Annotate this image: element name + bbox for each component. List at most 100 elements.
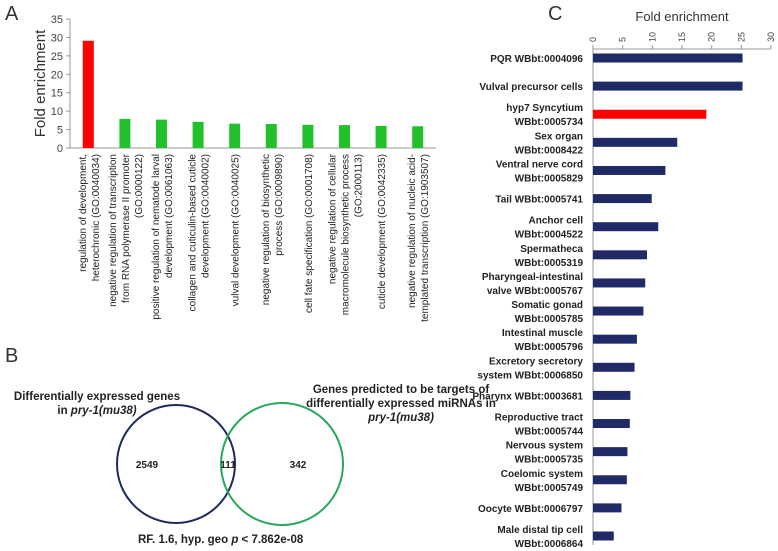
- c-category-label: Oocyte WBbt:0006797: [478, 504, 583, 515]
- venn-right-label-text: Genes predicted to be targets of differe…: [306, 384, 496, 410]
- a-y-tick-label: 30: [51, 32, 63, 44]
- venn-left-label: Differentially expressed genes in pry-1(…: [8, 390, 186, 418]
- venn-left-label-text: Differentially expressed genes in: [13, 391, 181, 417]
- c-x-tick-label: 30: [766, 32, 776, 42]
- a-category-label-line: negative regulation of transcription: [108, 154, 119, 307]
- a-category-label-line: templated transcription (GO:1903507): [420, 154, 431, 322]
- a-bar: [119, 118, 131, 148]
- a-category-label-line: positive regulation of nematode larval: [151, 154, 162, 320]
- a-category-label-line: macromolecule biosynthetic process: [341, 154, 352, 315]
- c-x-tick-label: 10: [647, 32, 657, 42]
- c-x-tick-label: 15: [677, 32, 687, 42]
- c-bar: [593, 390, 631, 400]
- c-bar: [593, 53, 743, 63]
- c-bar: [593, 334, 637, 344]
- a-bar: [229, 123, 241, 148]
- c-category-label: Coelomic system: [501, 469, 583, 480]
- c-bar: [593, 222, 659, 232]
- venn-footer-stats: RF. 1.6, hyp. geo p < 7.862e-08: [138, 534, 303, 546]
- a-y-tick-label: 15: [51, 88, 63, 100]
- panel-a-letter: A: [5, 3, 19, 25]
- c-bar: [593, 362, 635, 372]
- c-category-label: Vulval precursor cells: [479, 82, 583, 93]
- c-category-label: WBbt:0005319: [515, 258, 584, 269]
- c-category-label: WBbt:0005796: [515, 342, 584, 353]
- c-bar: [593, 306, 644, 316]
- c-bar: [593, 137, 678, 147]
- panel-b-letter: B: [5, 345, 19, 367]
- c-category-label: WBbt:0006864: [515, 539, 584, 550]
- a-y-tick-label: 20: [51, 69, 63, 81]
- c-x-tick-label: 0: [588, 37, 598, 42]
- a-bar: [82, 40, 94, 149]
- c-category-label: Spermatheca: [520, 244, 583, 255]
- a-category-label-line: from RNA polymerase II promoter: [121, 153, 132, 303]
- c-x-tick-label: 5: [618, 37, 628, 42]
- a-y-tick-label: 10: [51, 106, 63, 118]
- c-category-label: Male distal tip cell: [497, 525, 583, 536]
- c-x-axis-title: Fold enrichment: [635, 9, 729, 24]
- c-category-label: PQR WBbt:0004096: [490, 54, 583, 65]
- c-category-label: WBbt:0005749: [515, 483, 584, 494]
- venn-footer-text: RF. 1.6, hyp. geo: [138, 534, 232, 546]
- c-bar: [593, 81, 743, 91]
- c-category-label: WBbt:0008422: [515, 145, 584, 156]
- c-bar: [593, 278, 646, 288]
- a-category-label-line: (GO:0000122): [134, 154, 145, 218]
- a-category-label: vulval development (GO:0040025): [231, 154, 242, 306]
- a-y-tick-label: 25: [51, 51, 63, 63]
- venn-right-label-strain: pry-1(mu38): [368, 412, 434, 424]
- c-bar: [593, 475, 627, 485]
- a-y-tick-label: 35: [51, 14, 63, 26]
- c-bar: [593, 503, 622, 513]
- a-bar: [156, 119, 167, 148]
- c-x-tick-label: 20: [707, 32, 717, 42]
- a-category-label-line: process (GO:0009890): [274, 154, 285, 256]
- c-category-label: Anchor cell: [529, 216, 584, 227]
- a-category-label-line: regulation of development,: [78, 154, 89, 272]
- a-category-label: cuticle development (GO:0042335): [377, 154, 388, 309]
- a-y-axis-title: Fold enrichment: [32, 29, 49, 137]
- a-bar: [302, 124, 314, 148]
- c-category-label: WBbt:0005785: [515, 314, 584, 325]
- a-bar: [375, 125, 387, 148]
- a-bar: [412, 126, 424, 148]
- c-bar: [593, 165, 666, 175]
- a-category-label-line: cell fate specification (GO:0001708): [304, 154, 315, 313]
- c-category-label: system WBbt:0006850: [477, 370, 583, 381]
- c-category-label: Excretory secretory: [489, 356, 583, 367]
- a-category-label-line: heterochronic (GO:0040034): [91, 154, 102, 281]
- c-x-tick-label: 25: [736, 32, 746, 42]
- venn-footer-value: < 7.862e-08: [238, 534, 304, 546]
- c-category-label: WBbt:0005735: [515, 455, 584, 466]
- a-category-label-line: negative regulation of nucleic acid-: [407, 154, 418, 308]
- venn-circle-left: [116, 404, 236, 524]
- a-category-label-line: vulval development (GO:0040025): [231, 154, 242, 306]
- c-category-label: WBbt:0005744: [515, 427, 584, 438]
- a-y-tick-label: 5: [57, 125, 63, 137]
- c-category-label: Nervous system: [506, 441, 583, 452]
- a-category-label-line: negative regulation of cellular: [328, 153, 339, 284]
- a-category-label: regulation of development,heterochronic …: [78, 154, 102, 281]
- c-category-label: Somatic gonad: [511, 300, 583, 311]
- venn-overlap-count: 111: [220, 460, 236, 471]
- venn-right-count: 342: [290, 460, 307, 471]
- a-category-label-line: cuticle development (GO:0042335): [377, 154, 388, 309]
- a-y-tick-label: 0: [57, 143, 63, 155]
- c-category-label: WBbt:0004522: [515, 230, 584, 241]
- c-category-label: valve WBbt:0005767: [487, 286, 584, 297]
- venn-right-label: Genes predicted to be targets of differe…: [298, 383, 504, 425]
- c-category-label: WBbt:0005829: [515, 173, 584, 184]
- c-bar: [593, 109, 707, 119]
- c-category-label: Tail WBbt:0005741: [495, 195, 583, 206]
- c-category-label: hyp7 Syncytium: [506, 103, 583, 114]
- a-category-label-line: development (GO:0061063): [164, 154, 175, 278]
- c-bar: [593, 419, 630, 429]
- c-bar: [593, 250, 647, 260]
- a-category-label-line: development (GO:0040002): [201, 154, 212, 278]
